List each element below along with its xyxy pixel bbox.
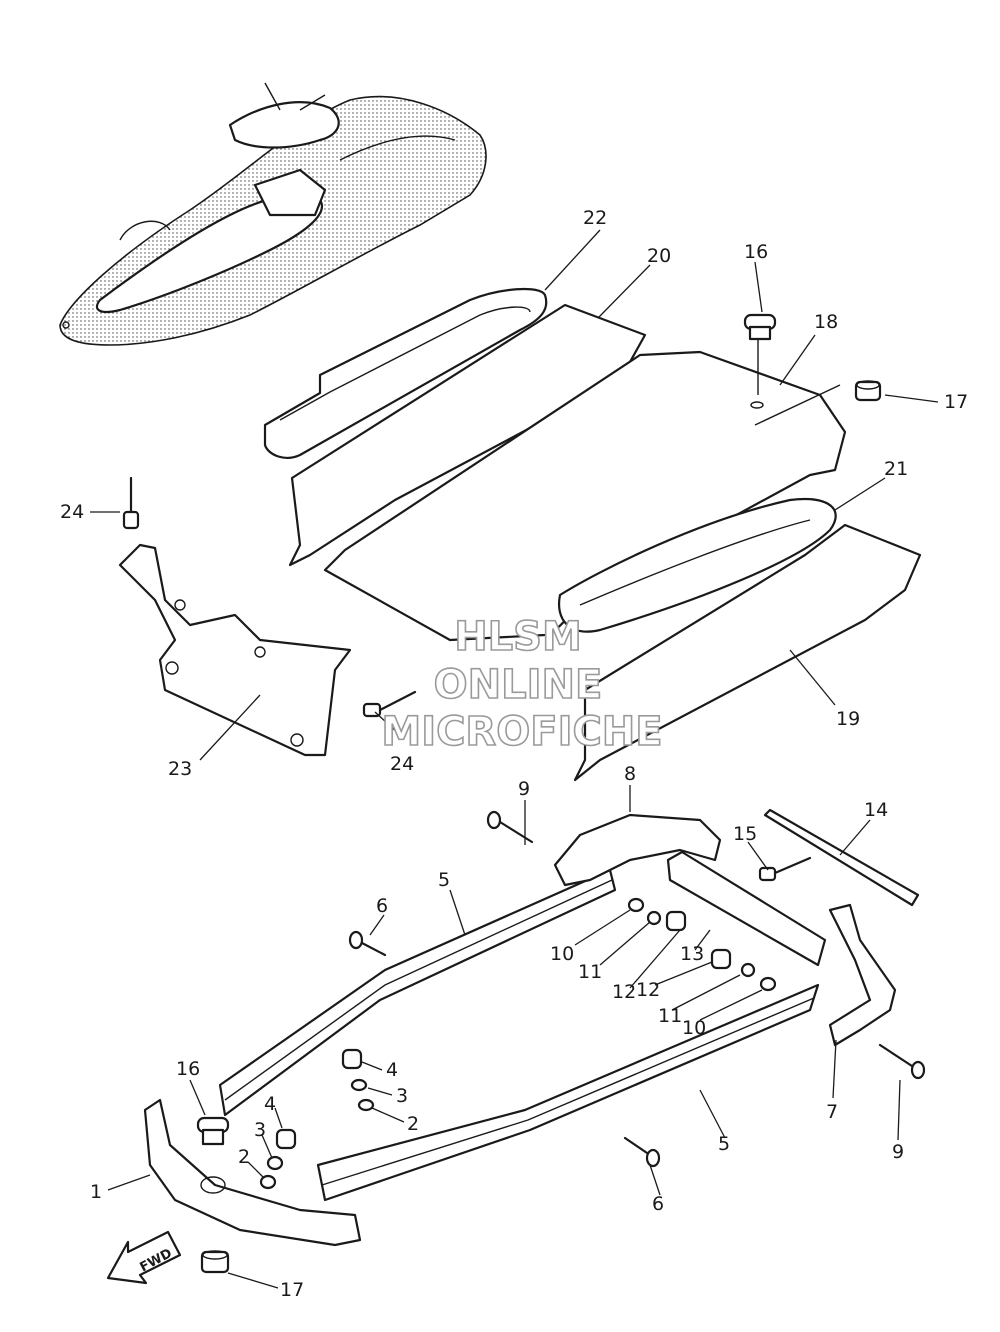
callout-21: 21 xyxy=(884,458,908,480)
watermark-line-2: ONLINE xyxy=(434,662,603,708)
callout-13: 13 xyxy=(680,943,704,965)
callout-24-top: 24 xyxy=(60,501,84,523)
callout-16-top: 16 xyxy=(744,241,768,263)
watercraft-overview xyxy=(59,82,487,346)
callout-8: 8 xyxy=(624,763,636,785)
callout-18: 18 xyxy=(814,311,838,333)
leader-lines xyxy=(90,229,939,1289)
callout-4-center: 4 xyxy=(386,1059,398,1081)
rivet-15 xyxy=(758,856,812,882)
callout-17-top: 17 xyxy=(944,391,968,413)
callout-12-lower: 12 xyxy=(636,979,660,1001)
grommet-16-bottom xyxy=(196,1116,230,1194)
callout-16-bottom: 16 xyxy=(176,1058,200,1080)
callout-20: 20 xyxy=(647,245,671,267)
callout-2-left: 2 xyxy=(238,1146,250,1168)
washers-10-11-12-upper xyxy=(627,897,687,932)
callout-5-lower: 5 xyxy=(718,1133,730,1155)
rail-5-upper xyxy=(218,868,617,1117)
mat-19 xyxy=(573,523,922,782)
bumper-1-front xyxy=(143,1098,362,1247)
nut-washers-2-3-4-center xyxy=(341,1048,375,1112)
callout-10-upper: 10 xyxy=(550,943,574,965)
callout-23: 23 xyxy=(168,758,192,780)
mat-22 xyxy=(263,287,548,459)
grommet-16-top xyxy=(743,313,777,395)
strip-14 xyxy=(763,808,920,907)
nut-17-top xyxy=(854,380,882,402)
rail-13 xyxy=(666,850,827,967)
callout-6-upper: 6 xyxy=(376,895,388,917)
callout-14: 14 xyxy=(864,799,888,821)
rivet-24-top xyxy=(122,476,140,530)
callout-12-upper: 12 xyxy=(612,981,636,1003)
screw-9-right xyxy=(878,1043,926,1080)
screw-6-bottom xyxy=(623,1136,661,1168)
watermark-line-1: HLSM xyxy=(454,614,582,660)
bracket-23 xyxy=(118,543,352,757)
callout-labels: 22 20 16 18 17 21 24 23 24 19 9 8 14 15 … xyxy=(60,207,968,1301)
corner-7 xyxy=(828,903,897,1047)
callout-11-lower: 11 xyxy=(658,1005,682,1027)
callout-10-lower: 10 xyxy=(682,1017,706,1039)
fwd-arrow-icon: FWD xyxy=(106,1230,182,1285)
washers-10-11-12-lower xyxy=(710,948,777,992)
callout-24-side: 24 xyxy=(390,753,414,775)
nut-17-bottom xyxy=(200,1250,230,1274)
callout-17-bottom: 17 xyxy=(280,1279,304,1301)
callout-19: 19 xyxy=(836,708,860,730)
callout-2-center: 2 xyxy=(407,1113,419,1135)
callout-22: 22 xyxy=(583,207,607,229)
callout-4-left: 4 xyxy=(264,1093,276,1115)
watermark-line-3: MICROFICHE xyxy=(381,709,662,755)
corner-8 xyxy=(553,813,722,887)
callout-9-top: 9 xyxy=(518,778,530,800)
callout-3-center: 3 xyxy=(396,1085,408,1107)
rail-5-lower xyxy=(316,983,820,1202)
callout-9-right: 9 xyxy=(892,1141,904,1163)
screw-9-top xyxy=(486,810,534,844)
callout-7: 7 xyxy=(826,1101,838,1123)
mat-20 xyxy=(288,303,647,567)
callout-1: 1 xyxy=(90,1181,102,1203)
callout-5-upper: 5 xyxy=(438,869,450,891)
callout-11-upper: 11 xyxy=(578,961,602,983)
callout-6-lower: 6 xyxy=(652,1193,664,1215)
watermark: HLSM ONLINE MICROFICHE xyxy=(381,613,664,756)
callout-3-left: 3 xyxy=(254,1119,266,1141)
callout-15: 15 xyxy=(733,823,757,845)
screw-6-top xyxy=(348,930,387,957)
nut-washers-2-3-4-left xyxy=(259,1128,297,1190)
